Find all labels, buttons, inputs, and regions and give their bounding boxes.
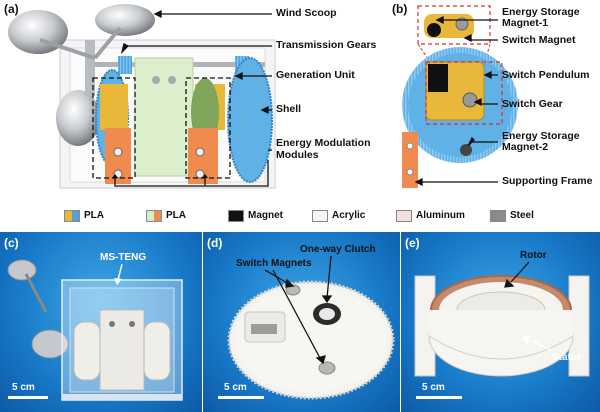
legend-label-aluminum: Aluminum <box>416 210 465 221</box>
panel-d-label: (d) <box>207 236 223 250</box>
energy-storage-magnet-2 <box>460 144 472 156</box>
callout-switch-magnet: Switch Magnet <box>502 34 576 46</box>
callout-magnet-2: Magnet-2 <box>502 141 549 153</box>
callout-ms-teng: MS-TENG <box>100 252 147 263</box>
panel-a-illustration <box>8 4 276 189</box>
photo-c-ms-teng <box>0 232 202 412</box>
callout-energy-storage-1: Energy Storage <box>502 6 580 18</box>
callout-energy-storage-2: Energy Storage <box>502 130 580 142</box>
material-legend: PLA PLA Magnet Acrylic Aluminum Steel <box>0 206 600 228</box>
callout-energy-modulation: Energy Modulation <box>276 137 371 149</box>
photo-e-rotor-stator <box>401 232 600 412</box>
callout-modules: Modules <box>276 149 319 161</box>
gear-disk-right <box>227 57 273 183</box>
panel-a-label: (a) <box>4 2 19 16</box>
legend-swatch-pla-yellow-blue <box>64 210 80 222</box>
scale-bar-c <box>8 396 48 399</box>
callout-switch-magnets: Switch Magnets <box>236 258 312 269</box>
scale-d-label: 5 cm <box>224 382 247 393</box>
scale-c-label: 5 cm <box>12 382 35 393</box>
callout-transmission-gears: Transmission Gears <box>276 39 377 51</box>
scale-bar-d <box>218 396 264 399</box>
callout-magnet-1: Magnet-1 <box>502 17 549 29</box>
callout-switch-gear: Switch Gear <box>502 98 563 110</box>
arrows-panel-e <box>504 261 552 351</box>
callout-rotor: Rotor <box>520 250 547 261</box>
panel-e-label: (e) <box>405 236 420 250</box>
wind-cup-2 <box>95 4 155 36</box>
legend-label-pla-2: PLA <box>166 210 186 221</box>
panel-b-illustration <box>402 5 518 188</box>
scale-bar-e <box>416 396 462 399</box>
panel-b-label: (b) <box>392 2 408 16</box>
photo-c-device <box>7 259 183 401</box>
transmission-gear-left <box>118 56 132 74</box>
scale-e-label: 5 cm <box>422 382 445 393</box>
photo-d-gear <box>203 232 400 412</box>
legend-label-acrylic: Acrylic <box>332 210 366 221</box>
callout-generation-unit: Generation Unit <box>276 69 355 81</box>
legend-swatch-pla-green-orange <box>146 210 162 222</box>
callout-switch-pendulum: Switch Pendulum <box>502 69 590 81</box>
callout-one-way-clutch: One-way Clutch <box>300 244 376 255</box>
arrow-ms-teng <box>114 263 123 285</box>
callout-wind-scoop: Wind Scoop <box>276 7 337 19</box>
callout-stator: Stator <box>552 352 581 363</box>
legend-swatch-acrylic <box>312 210 328 222</box>
legend-swatch-magnet <box>228 210 244 222</box>
generation-unit-plate <box>134 57 194 177</box>
arrows-panel-d <box>264 255 333 365</box>
callout-supporting-frame: Supporting Frame <box>502 175 593 187</box>
legend-swatch-aluminum <box>396 210 412 222</box>
supporting-frame <box>402 132 418 188</box>
legend-swatch-steel <box>490 210 506 222</box>
photo-e-device <box>414 275 590 377</box>
panel-c-label: (c) <box>4 236 19 250</box>
wind-cup-3 <box>56 90 100 146</box>
legend-label-pla-1: PLA <box>84 210 104 221</box>
legend-label-magnet: Magnet <box>248 210 283 221</box>
callout-shell: Shell <box>276 103 302 115</box>
legend-label-steel: Steel <box>510 210 534 221</box>
